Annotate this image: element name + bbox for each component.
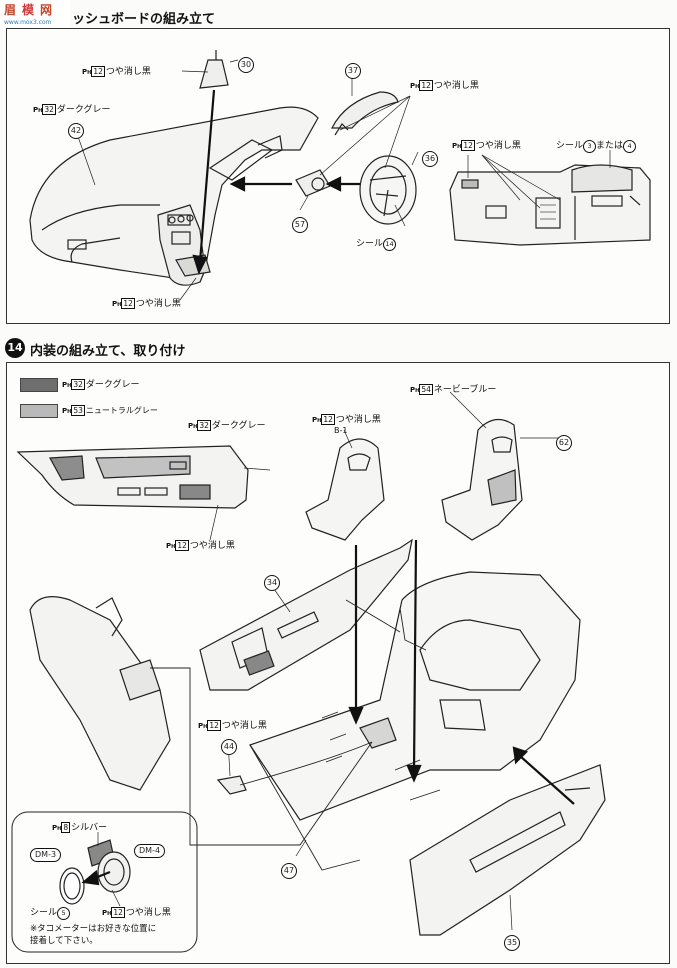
dm3-tag: DM-3 (30, 848, 62, 862)
dm4-tag: DM-4 (134, 844, 166, 858)
part-30: 30 (238, 52, 254, 73)
label-seat-front-sub: B-1 (334, 426, 348, 435)
watermark-glyph: 网 (40, 3, 53, 17)
inset-note-line1: ※タコメーターはお好きな位置に (30, 924, 157, 934)
part-35: 35 (504, 930, 520, 951)
inset-note-line2: 接着して下さい。 (30, 936, 98, 946)
watermark-url: www.mox3.com (4, 19, 52, 26)
part-36: 36 (422, 146, 438, 167)
legend-swatch-dark-gray (20, 378, 58, 392)
step14-title: 内装の組み立て、取り付け (30, 344, 186, 359)
watermark-glyph: 眉 (4, 3, 17, 17)
part-57: 57 (292, 212, 308, 233)
watermark-glyph: 模 (22, 3, 35, 17)
watermark-logo: 眉 模 网 www.mox3.com (0, 0, 70, 30)
legend-swatch-neutral-gray (20, 404, 58, 418)
part-47: 47 (281, 858, 297, 879)
part-37: 37 (345, 58, 361, 79)
step13-title: ッシュボードの組み立て (72, 12, 216, 27)
step14-number: 14 (5, 338, 25, 358)
part-44: 44 (221, 734, 237, 755)
part-42: 42 (68, 118, 84, 139)
part-34: 34 (264, 570, 280, 591)
part-62: 62 (556, 430, 572, 451)
